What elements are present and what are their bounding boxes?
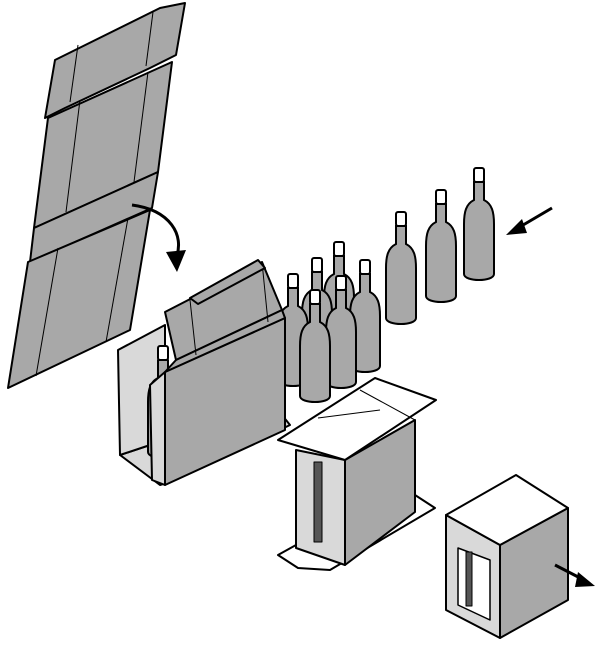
wine-bottle-icon	[425, 189, 457, 303]
wine-bottle-icon	[385, 211, 417, 325]
outfeed-arrow-icon	[554, 563, 595, 587]
sleeve-wrapped-carton	[277, 377, 437, 571]
folding-arrow-icon	[131, 203, 186, 272]
partially-folded-carton	[117, 259, 291, 486]
infeed-bottle-row	[385, 167, 495, 325]
flat-carton-blank	[7, 2, 186, 389]
closed-carton	[445, 474, 569, 639]
grouped-bottles	[277, 241, 381, 403]
infeed-arrow-icon	[506, 206, 553, 235]
wine-bottle-icon	[463, 167, 495, 281]
